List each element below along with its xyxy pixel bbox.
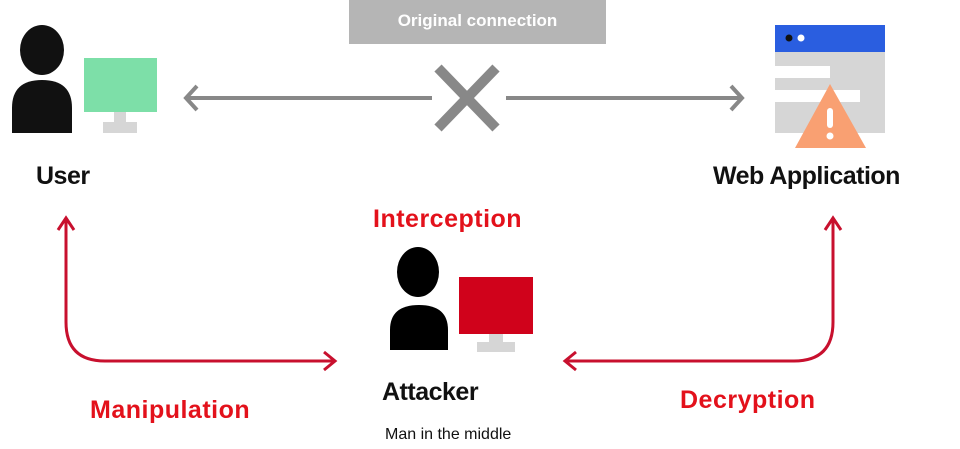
web-application-icon	[775, 25, 885, 148]
original-connection-label: Original connection	[397, 11, 558, 30]
attacker-sublabel: Man in the middle	[385, 426, 512, 443]
original-connection-box	[349, 0, 606, 44]
manipulation-label: Manipulation	[90, 396, 251, 424]
attacker-label: Attacker	[382, 378, 479, 406]
attacker-icon	[390, 247, 533, 352]
original-connection-arrow	[183, 84, 745, 112]
interception-label: Interception	[373, 205, 523, 233]
decryption-label: Decryption	[680, 386, 816, 414]
blocked-x-icon	[434, 64, 500, 132]
decryption-arrow	[562, 215, 843, 372]
user-icon	[12, 25, 157, 133]
user-label: User	[36, 162, 90, 190]
manipulation-arrow	[56, 215, 338, 372]
web-application-label: Web Application	[713, 162, 900, 190]
